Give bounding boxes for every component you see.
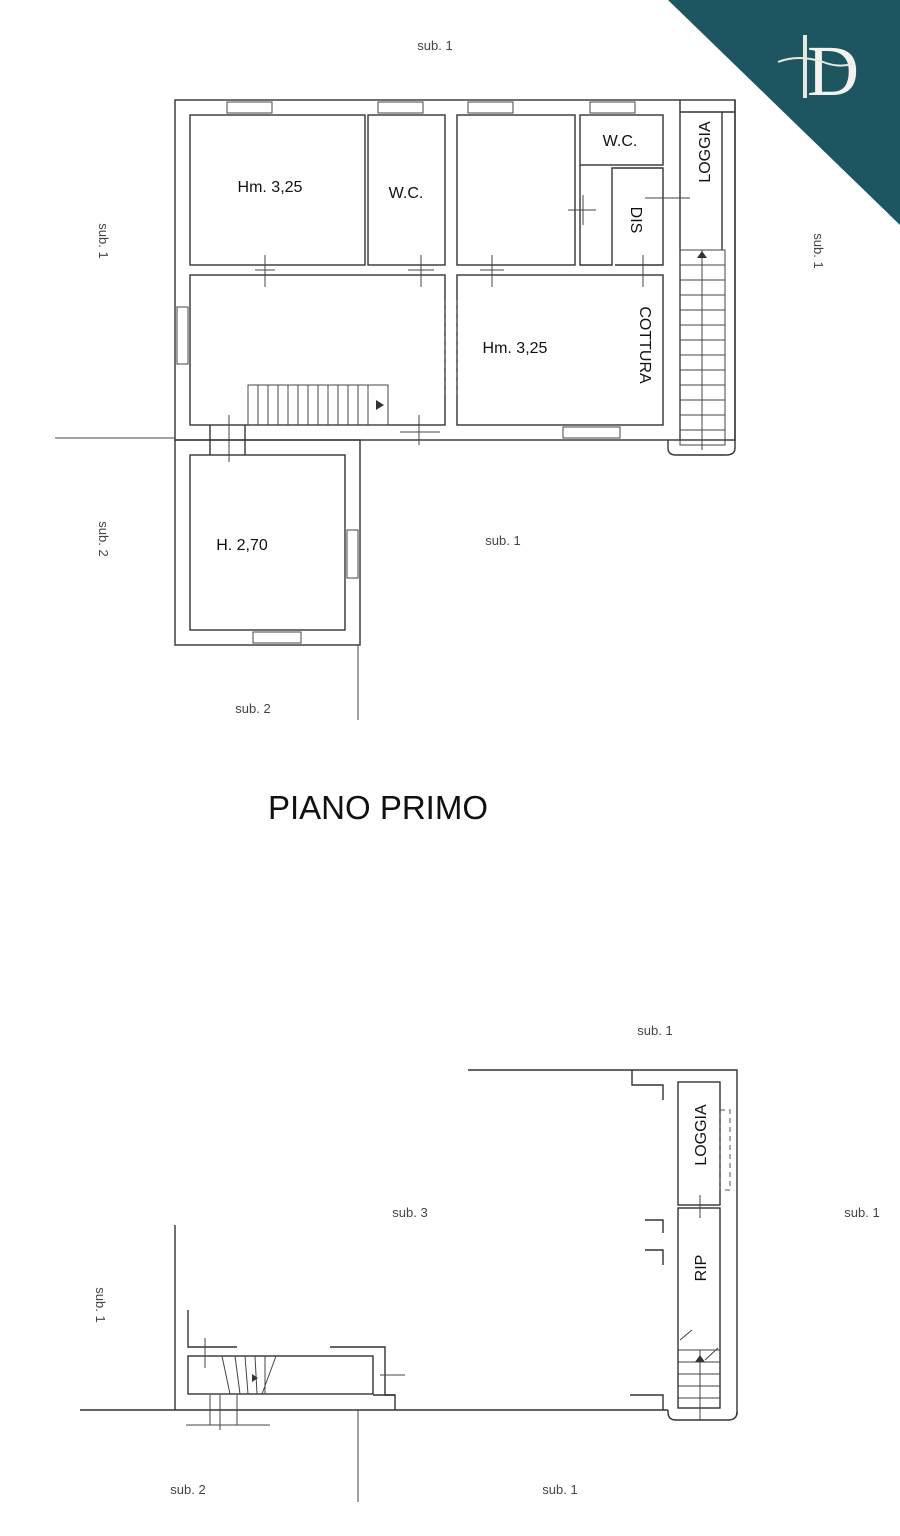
neighbor-label: sub. 2	[96, 521, 111, 556]
room-label-wc-2: W.C.	[603, 133, 638, 150]
doors	[228, 195, 690, 462]
first-floor-plan	[55, 99, 736, 720]
svg-text:D: D	[807, 31, 859, 111]
neighbor-label: sub. 1	[811, 233, 826, 268]
room-label-cottura: COTTURA	[636, 306, 653, 384]
room-label-loggia-ground: LOGGIA	[693, 1104, 710, 1166]
room-label-wc: W.C.	[389, 185, 424, 202]
room-label-bedroom: Hm. 3,25	[238, 179, 303, 196]
neighbor-label: sub. 1	[93, 1287, 108, 1322]
neighbor-label: sub. 2	[170, 1482, 205, 1497]
room-label-loggia: LOGGIA	[697, 121, 714, 183]
neighbor-label: sub. 3	[392, 1205, 427, 1220]
room-label-dis: DIS	[627, 207, 644, 234]
neighbor-label: sub. 1	[637, 1023, 672, 1038]
neighbor-label: sub. 2	[235, 701, 270, 716]
ground-floor-plan	[80, 1069, 738, 1502]
neighbor-label: sub. 1	[844, 1205, 879, 1220]
brand-logo: D	[668, 0, 900, 225]
room-label-lower: H. 2,70	[216, 537, 268, 554]
neighbor-label: sub. 1	[96, 223, 111, 258]
room-label-kitchen: Hm. 3,25	[483, 340, 548, 357]
neighbor-label: sub. 1	[417, 38, 452, 53]
windows	[176, 101, 636, 644]
floor-title: PIANO PRIMO	[268, 789, 488, 826]
stair-ground-left	[186, 1338, 405, 1430]
stair-interior	[247, 384, 389, 426]
neighbor-label: sub. 1	[542, 1482, 577, 1497]
stair-ground-right	[678, 1329, 720, 1420]
stair-loggia	[679, 249, 726, 450]
neighbor-label: sub. 1	[485, 533, 520, 548]
room-label-rip: RIP	[693, 1255, 710, 1282]
